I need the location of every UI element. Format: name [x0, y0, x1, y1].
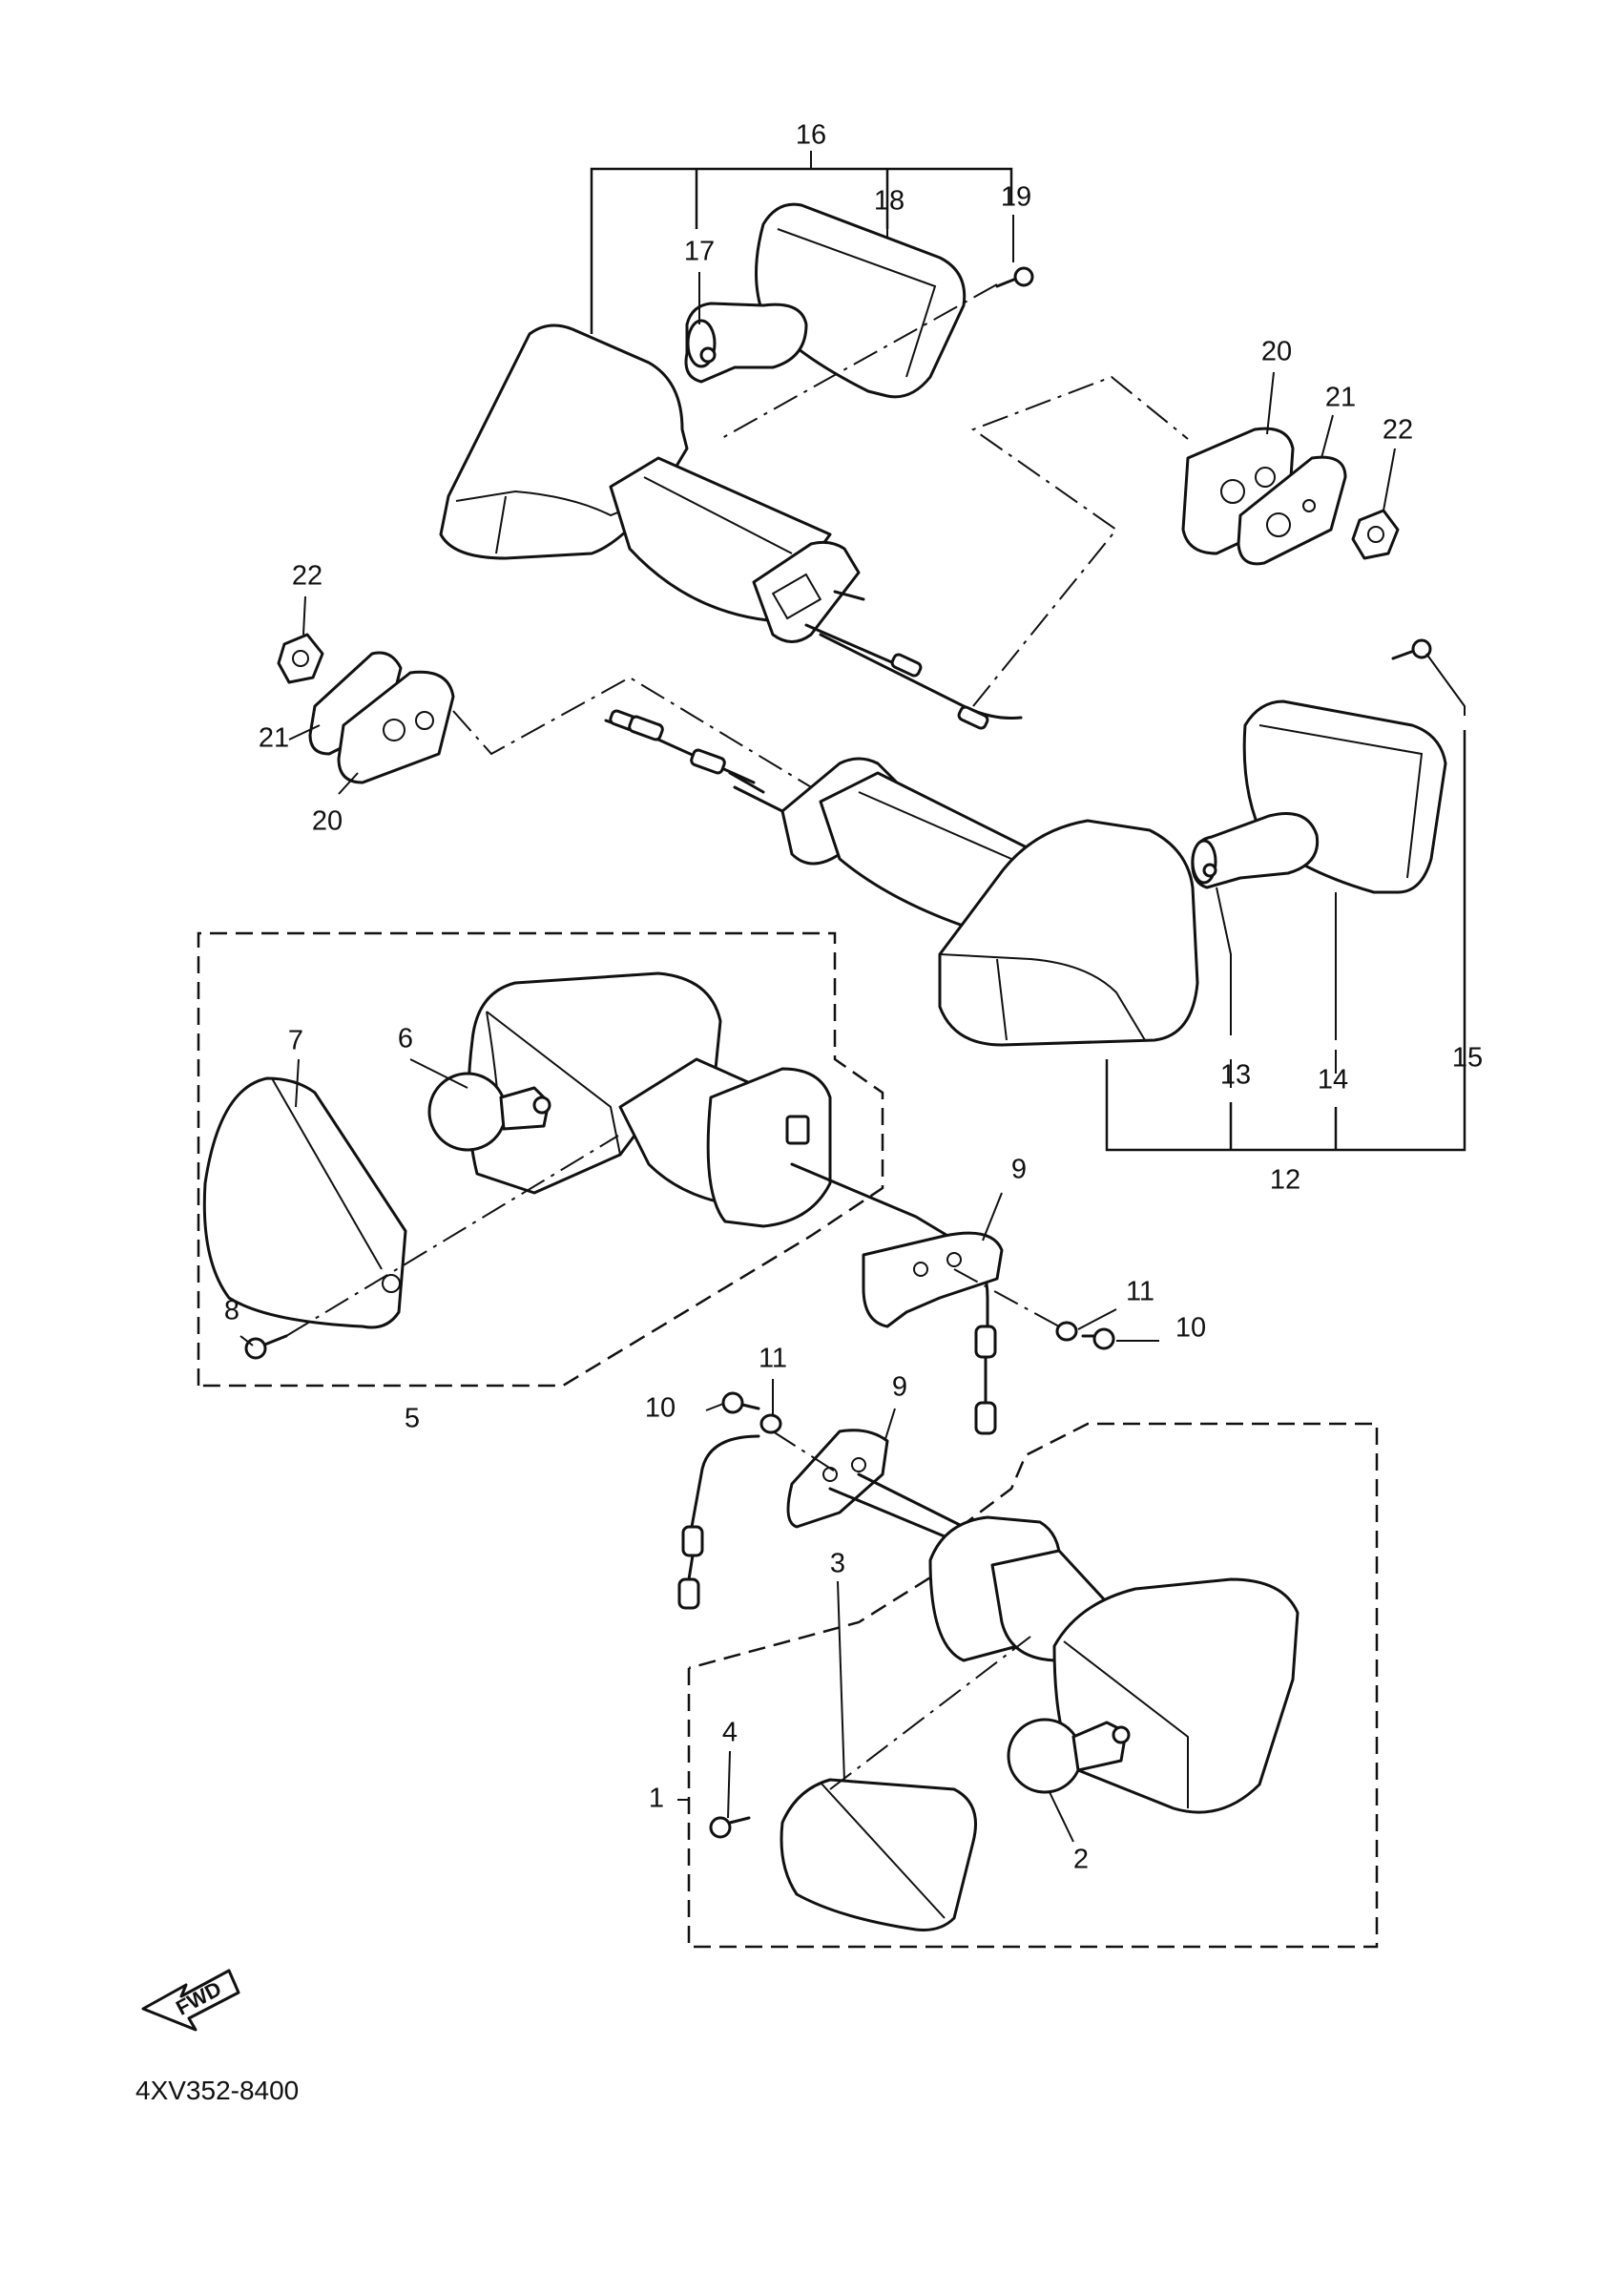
- callout-19: 19: [1001, 182, 1031, 213]
- callout-5: 5: [405, 1404, 420, 1434]
- part-callouts: 16 17 18 19 20 21 22 22 21 20 7 6 8 5 9 …: [224, 120, 1483, 1875]
- callout-20-upper: 20: [1261, 337, 1292, 367]
- front-signal-left-assembly: [197, 931, 1115, 1435]
- callout-13: 13: [1220, 1060, 1251, 1091]
- callout-17: 17: [684, 237, 715, 267]
- callout-22-upper: 22: [1383, 415, 1413, 446]
- callout-20-lower: 20: [312, 806, 343, 837]
- fwd-arrow: FWD: [141, 1969, 240, 2032]
- rear-signal-right-assembly: [604, 638, 1447, 1047]
- callout-11-right: 11: [1126, 1277, 1154, 1307]
- callout-10-left: 10: [645, 1393, 676, 1424]
- callout-6: 6: [398, 1024, 413, 1054]
- callout-3: 3: [830, 1549, 845, 1579]
- front-signal-right-assembly: [677, 1391, 1379, 1949]
- callout-4: 4: [722, 1718, 738, 1748]
- callout-21-lower: 21: [259, 723, 289, 754]
- callout-2: 2: [1073, 1845, 1089, 1875]
- callout-22-lower: 22: [292, 561, 322, 592]
- callout-11-left: 11: [759, 1344, 787, 1374]
- upper-damper-set: [1181, 427, 1400, 566]
- callout-9-upper: 9: [1011, 1155, 1027, 1185]
- callout-1: 1: [649, 1784, 664, 1814]
- callout-8: 8: [224, 1296, 239, 1326]
- rear-signal-top-assembly: [439, 202, 1189, 730]
- diagram-code: 4XV352-8400: [135, 2076, 299, 2105]
- callout-12: 12: [1270, 1165, 1300, 1196]
- group-brackets: [590, 167, 1466, 1152]
- callout-14: 14: [1318, 1065, 1348, 1096]
- callout-21-upper: 21: [1325, 383, 1356, 413]
- callout-9-lower: 9: [892, 1372, 907, 1403]
- callout-7: 7: [288, 1026, 303, 1056]
- callout-15: 15: [1452, 1043, 1483, 1074]
- lower-damper-set: [277, 633, 860, 817]
- callout-10-right: 10: [1175, 1313, 1206, 1344]
- callout-18: 18: [874, 186, 905, 217]
- callout-16: 16: [796, 120, 826, 151]
- leader-lines: [239, 151, 1466, 1843]
